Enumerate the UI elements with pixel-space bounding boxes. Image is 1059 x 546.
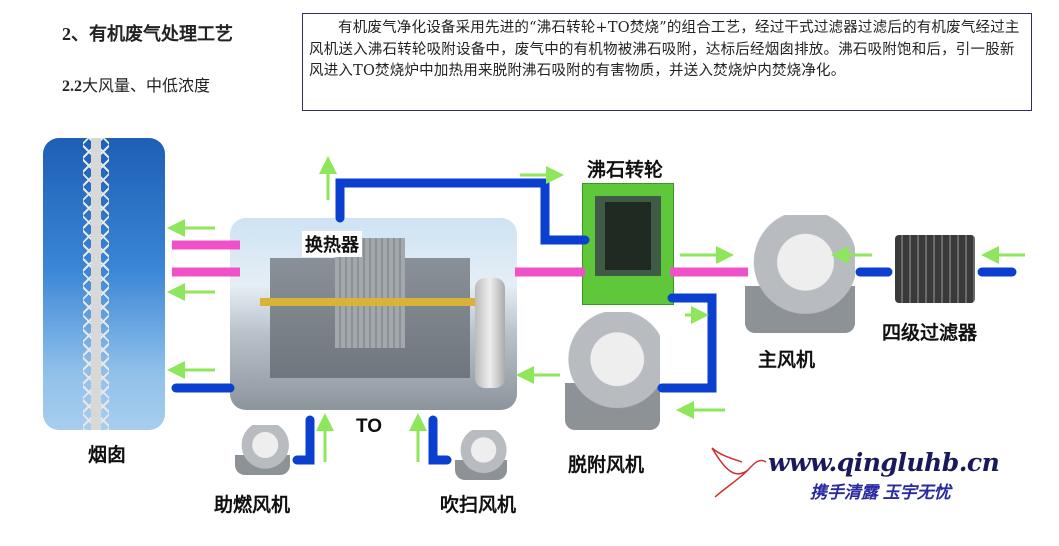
blue-pipe xyxy=(428,415,452,465)
page-title: 2、有机废气处理工艺 xyxy=(62,24,233,44)
subtitle-text: 大风量、中低浓度 xyxy=(82,78,211,95)
heat-exchanger-label: 换热器 xyxy=(302,231,362,257)
blue-pipe xyxy=(657,293,717,393)
subtitle-number: 2.2 xyxy=(62,78,82,95)
filter-label: 四级过滤器 xyxy=(882,323,978,344)
desorption-fan-label: 脱附风机 xyxy=(568,455,645,476)
filter-image xyxy=(895,235,975,303)
logo-slogan: 携手清露 玉宇无忧 xyxy=(810,483,951,502)
combustion-fan-label: 助燃风机 xyxy=(214,495,291,516)
to-label: TO xyxy=(356,416,383,437)
purge-fan-label: 吹扫风机 xyxy=(440,495,517,516)
to-incinerator-image xyxy=(230,218,517,410)
purge-fan-image xyxy=(455,430,507,480)
logo-bird-icon xyxy=(711,447,767,498)
zeolite-wheel-label: 沸石转轮 xyxy=(587,160,664,181)
chimney-label: 烟囱 xyxy=(88,445,127,466)
main-fan-image xyxy=(745,215,855,333)
blue-pipe xyxy=(335,178,590,245)
page-subtitle: 2.2大风量、中低浓度 xyxy=(62,72,210,96)
zeolite-wheel-image xyxy=(582,183,674,305)
logo-url: www.qingluhb.cn xyxy=(768,448,1000,477)
combustion-fan-image xyxy=(235,425,290,475)
process-description: 有机废气净化设备采用先进的“沸石转轮+TO焚烧”的组合工艺，经过干式过滤器过滤后… xyxy=(302,13,1032,111)
main-fan-label: 主风机 xyxy=(758,350,816,371)
chimney-image xyxy=(43,138,165,430)
desorption-fan-image xyxy=(565,312,660,430)
blue-pipe xyxy=(292,415,315,465)
